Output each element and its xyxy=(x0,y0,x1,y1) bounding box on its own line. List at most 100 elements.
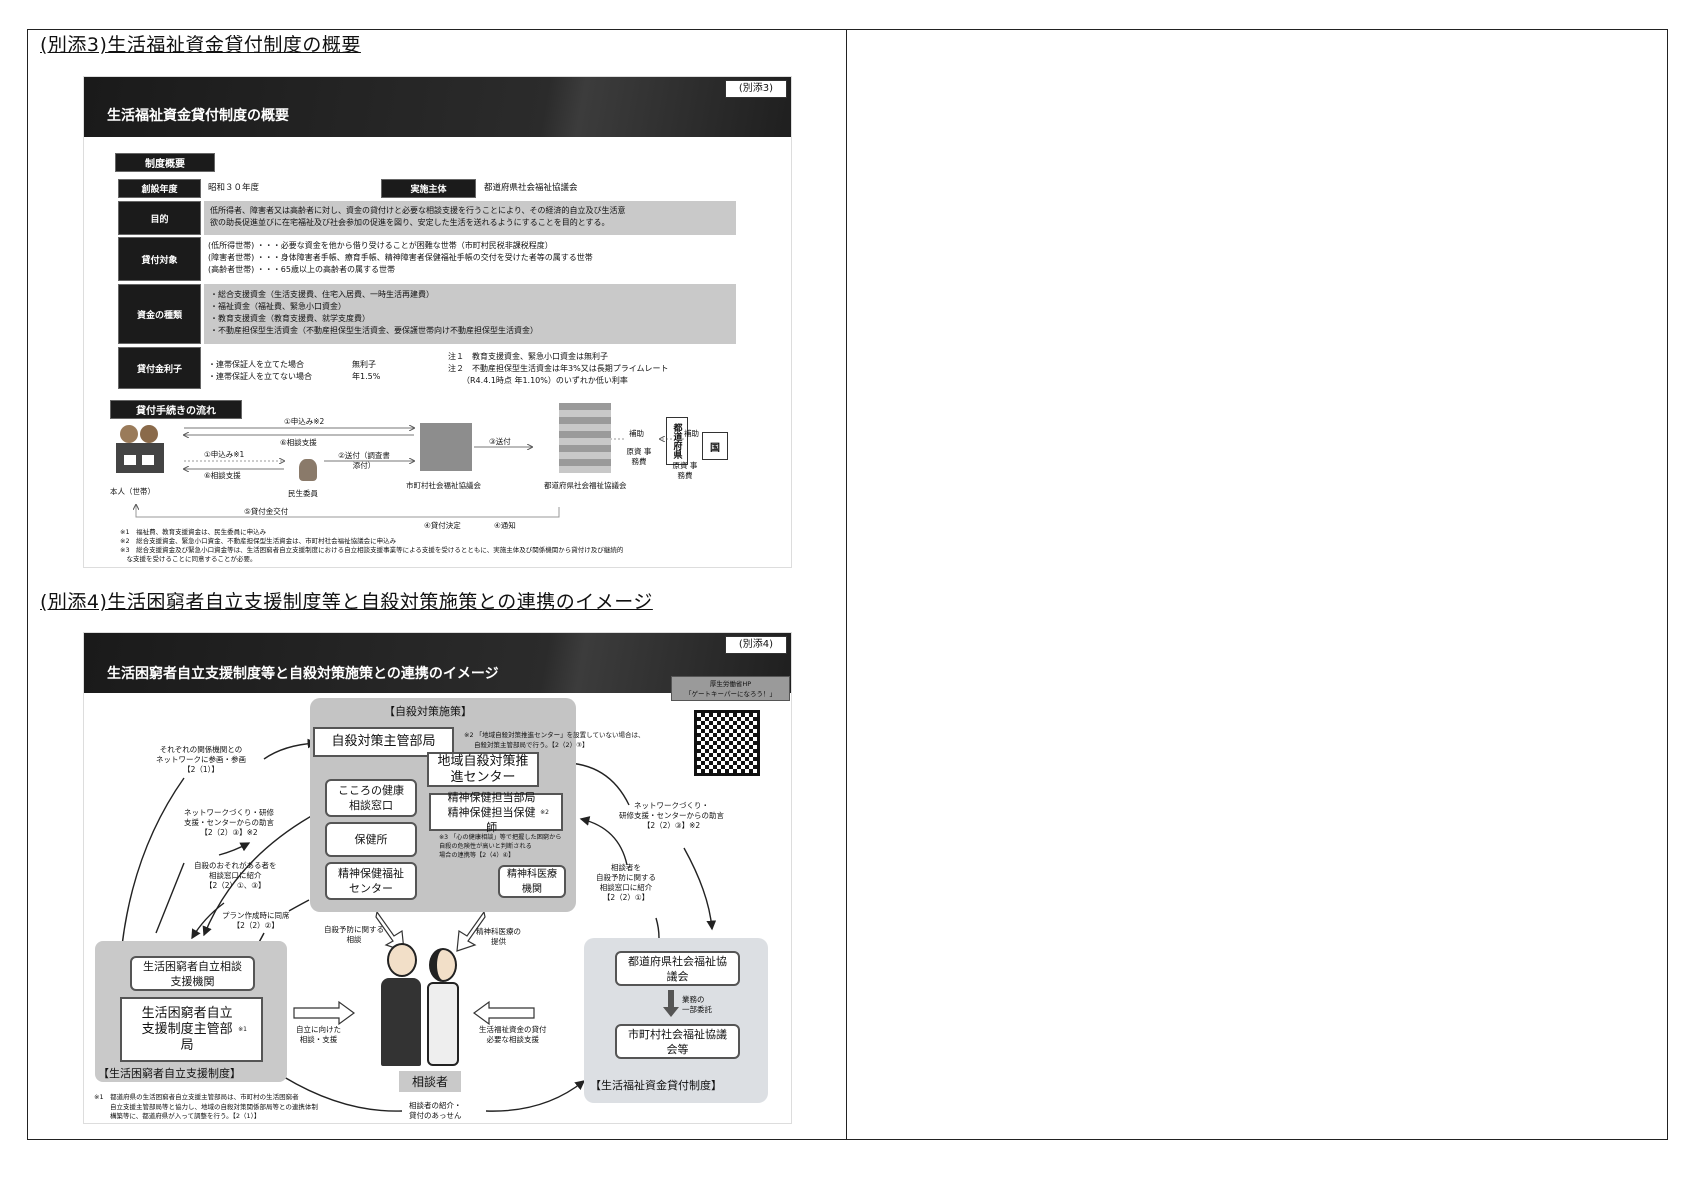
actor-label: 民生委員 xyxy=(288,489,318,498)
label-network-training: ネットワークづくり・研修支援・センターからの助言【2（2）③】※2 xyxy=(184,808,274,838)
note-line: ※1 福祉費、教育支援資金は、民生委員に申込み xyxy=(120,528,267,536)
label-plan-support: プラン作成時に同席【2（2）②】 xyxy=(222,911,290,931)
label-line: 研修支援・センターからの助言 xyxy=(619,811,724,820)
label-network-right: ネットワークづくり・研修支援・センターからの助言【2（2）③】※2 xyxy=(619,801,724,831)
poverty-consult-box: 生活困窮者自立相談支援機関 xyxy=(130,956,255,991)
label-line: 相談窓口に紹介 xyxy=(599,883,653,892)
founded-value: 昭和３０年度 xyxy=(208,183,260,193)
target-line: (高齢者世帯) ・・・65歳以上の高齢者の属する世帯 xyxy=(208,265,395,274)
interest-value: 年1.5% xyxy=(352,372,381,381)
flow-arrows xyxy=(84,77,684,518)
label-line: 【2（2）②】 xyxy=(232,921,279,930)
label-line: 自殺予防に関する xyxy=(596,873,656,882)
mental-consult-box: こころの健康相談窓口 xyxy=(325,779,417,817)
delegation-arrow-layer xyxy=(663,990,679,1017)
mental-dept-note: ※3 「心の健康相談」等で把握した困窮から 自殺の危険性が高いと判断される 場合… xyxy=(439,833,561,860)
note-line: 自殺の危険性が高いと判断される xyxy=(439,843,532,850)
consultee-illustration xyxy=(369,938,479,1068)
label-line: 相談窓口に紹介 xyxy=(209,871,262,880)
note-line: な支援を受けることに同意することが必要。 xyxy=(120,555,257,563)
mental-welfare-center-box: 精神保健福祉センター xyxy=(325,862,417,900)
note-line: ※2 総合支援資金、緊急小口資金、不動産担保型生活資金は、市町村社会福祉協議会に… xyxy=(120,537,397,545)
ministry-label-line: 「ゲートキーパーになろう！」 xyxy=(685,690,776,698)
poverty-hq-mark: ※1 xyxy=(238,1025,247,1033)
target-label: 貸付対象 xyxy=(118,237,201,281)
municipal-council-building xyxy=(420,423,472,471)
slide-title: 生活福祉資金貸付制度の概要 xyxy=(107,108,289,124)
founded-label: 創設年度 xyxy=(118,179,201,198)
applicant-illustration xyxy=(114,425,169,473)
operator-value: 都道府県社会福祉協議会 xyxy=(484,183,578,193)
label-bottom-link: 相談者の紹介・貸付のあっせん xyxy=(409,1101,462,1121)
interest-label: 貸付金利子 xyxy=(118,347,201,389)
label-line: ネットワークづくり・ xyxy=(634,801,709,810)
subsidy-sub: 原資 事務費 xyxy=(672,461,698,480)
footnote-line: ※1 都道府県の生活困窮者自立支援主管部局は、市町村の生活困窮者 xyxy=(94,1093,299,1101)
types-label: 資金の種類 xyxy=(118,284,201,344)
mental-dept-label: 精神保健担当部局 精神保健担当保健師 xyxy=(447,790,536,834)
section4-heading: (別添4)生活困窮者自立支援制度等と自殺対策施策との連携のイメージ xyxy=(40,591,653,613)
label-line: 支援・センターからの助言 xyxy=(184,818,274,827)
footnote-line: 自立支援主管部局等と協力し、地域の自殺対策関係部局等との連携体制 xyxy=(110,1102,318,1111)
label-line: 自立に向けた xyxy=(296,1025,341,1034)
subsidy-label: 補助 xyxy=(684,429,699,438)
document-table-frame xyxy=(27,29,1668,1140)
label-line: 自殺のおそれがある者を xyxy=(194,861,277,870)
types-line: ・福祉資金（福祉費、緊急小口資金） xyxy=(210,302,346,311)
label-network-each: それぞれの関係機関とのネットワークに参画・参画【2（1）】 xyxy=(156,745,246,775)
label-line: 精神科医療の xyxy=(476,927,521,936)
section3-heading: (別添3)生活福祉資金貸付制度の概要 xyxy=(40,34,361,56)
ministry-label-line: 厚生労働省HP xyxy=(709,680,752,688)
operator-label: 実施主体 xyxy=(381,179,476,198)
label-refer-consult: 自殺のおそれがある者を相談窓口に紹介【2（2）①、③】 xyxy=(194,861,277,891)
delegation-arrow-icon xyxy=(663,990,679,1017)
overview-label: 制度概要 xyxy=(115,153,215,172)
actor-label: 本人（世帯） xyxy=(110,487,155,496)
loan-system-overview-slide: (別添3) 生活福祉資金貸付制度の概要 制度概要 創設年度 昭和３０年度 実施主… xyxy=(83,76,792,568)
interest-line: ・連帯保証人を立てた場合 xyxy=(208,360,304,369)
pref-council-box: 都道府県社会福祉協議会 xyxy=(615,951,740,986)
label-line: それぞれの関係機関との xyxy=(159,745,243,754)
purpose-label: 目的 xyxy=(118,201,201,235)
interest-notes: 注１ 教育支援資金、緊急小口資金は無利子 注２ 不動産担保型生活資金は年3%又は… xyxy=(448,351,669,387)
label-line: 【2（2）①】 xyxy=(602,893,650,902)
interest-values: 無利子 年1.5% xyxy=(352,359,380,383)
label-independence-support: 自立に向けた相談・支援 xyxy=(296,1025,341,1045)
label-refer-right: 相談者を自殺予防に関する相談窓口に紹介【2（2）①】 xyxy=(596,863,656,903)
poverty-hq-label: 生活困窮者自立支援制度主管部局 xyxy=(141,1005,233,1053)
footnote-line: 構築等に、都道府県が入って調整を行う。【2（1）】 xyxy=(110,1112,261,1120)
types-line: ・教育支援資金（教育支援費、就学支度費） xyxy=(210,314,370,323)
mental-dept-mark: ※2 xyxy=(540,808,549,816)
flow-arrow-label: ①申込み※2 xyxy=(284,417,325,426)
label-line: プラン作成時に同席 xyxy=(222,911,290,920)
flow-label: 貸付手続きの流れ xyxy=(110,400,242,419)
purpose-line: 低所得者、障害者又は高齢者に対し、資金の貸付けと必要な相談支援を行うことにより、… xyxy=(210,206,626,215)
subsidy-sub: 原資 事務費 xyxy=(626,447,652,466)
collaboration-image-slide: (別添4) 生活困窮者自立支援制度等と自殺対策施策との連携のイメージ 厚生労働省… xyxy=(83,632,792,1124)
interest-note: 注１ 教育支援資金、緊急小口資金は無利子 xyxy=(448,352,608,361)
qr-code[interactable] xyxy=(694,710,760,776)
label-line: 相談 xyxy=(346,935,362,944)
label-line: ネットワークづくり・研修 xyxy=(184,808,274,817)
types-line: ・総合支援資金（生活支援費、住宅入居費、一時生活再建費） xyxy=(210,290,434,299)
subsidy-label: 補助 xyxy=(629,429,644,438)
health-center-box: 保健所 xyxy=(325,822,417,857)
mental-dept-box: 精神保健担当部局 精神保健担当保健師 ※2 xyxy=(429,791,563,834)
welfare-commissioner-illustration xyxy=(299,459,317,481)
target-content: (低所得世帯) ・・・必要な資金を他から借り受けることが困難な世帯（市町村民税非… xyxy=(208,240,593,276)
prefecture-council-building xyxy=(559,403,611,473)
label-line: 自殺予防に関する xyxy=(324,925,384,934)
interest-conditions: ・連帯保証人を立てた場合 ・連帯保証人を立てない場合 xyxy=(208,359,312,383)
actor-label: 都道府県社会福祉協議会 xyxy=(544,481,627,490)
flow-notes: ※1 福祉費、教育支援資金は、民生委員に申込み ※2 総合支援資金、緊急小口資金… xyxy=(120,528,623,564)
label-line: 【2（2）③】※2 xyxy=(200,828,258,837)
footnote: ※1 都道府県の生活困窮者自立支援主管部局は、市町村の生活困窮者 自立支援主管部… xyxy=(94,1093,318,1122)
flow-arrow-label: ④貸付決定 xyxy=(424,521,461,530)
national-gov-box: 国 xyxy=(702,432,728,460)
label-line: 一部委託 xyxy=(682,1005,712,1014)
note-line: ※3 「心の健康相談」等で把握した困窮から xyxy=(439,834,562,841)
flow-arrow-label: ④通知 xyxy=(494,521,516,530)
loan-group-label: 【生活福祉資金貸付制度】 xyxy=(590,1079,722,1092)
poverty-hq-box: 生活困窮者自立支援制度主管部局 ※1 xyxy=(120,997,263,1062)
interest-value: 無利子 xyxy=(352,360,376,369)
